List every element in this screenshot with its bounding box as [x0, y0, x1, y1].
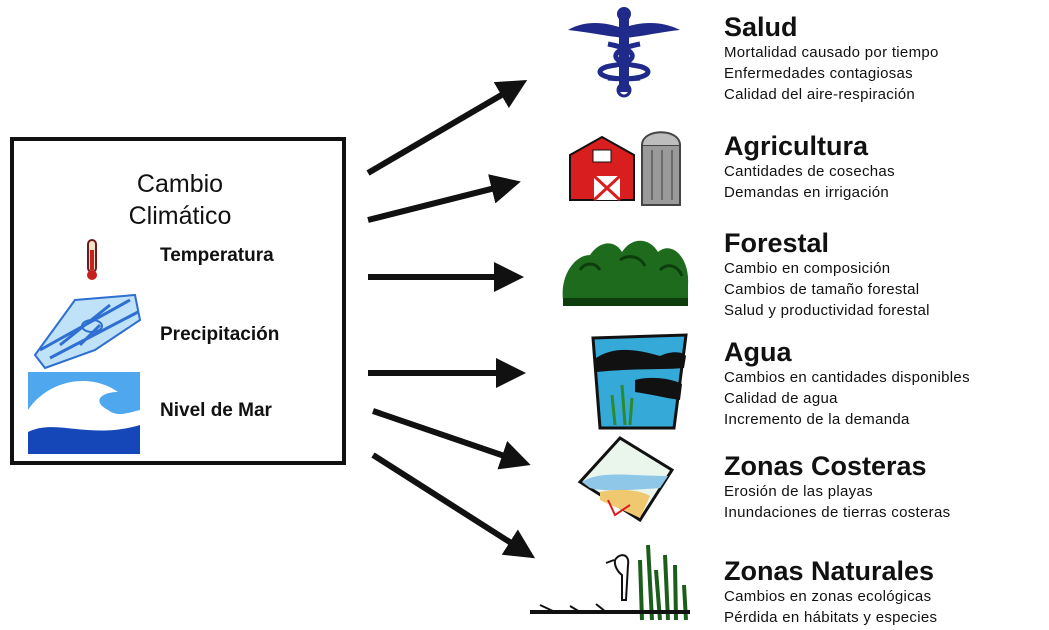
barn-silo-icon: [569, 131, 681, 206]
storm-cloud-icon: [33, 293, 142, 370]
climate-change-box: [10, 137, 346, 465]
factor-sea-level: Nivel de Mar: [160, 400, 272, 421]
box-title: Cambio Climático: [60, 168, 300, 232]
impact-item: Salud y productividad forestal: [724, 302, 930, 319]
impact-item: Cambios en zonas ecológicas: [724, 588, 932, 605]
impact-zonas-costeras: Zonas Costeras Erosión de las playas Inu…: [724, 451, 950, 523]
impact-item: Cambios de tamaño forestal: [724, 281, 920, 298]
water-landscape-icon: [591, 333, 688, 430]
impact-item: Enfermedades contagiosas: [724, 65, 913, 82]
impact-item: Cantidades de cosechas: [724, 163, 895, 180]
impact-title: Forestal: [724, 228, 830, 258]
impact-zonas-naturales: Zonas Naturales Cambios en zonas ecológi…: [724, 556, 937, 628]
impact-title: Zonas Naturales: [724, 556, 935, 586]
impact-title: Salud: [724, 12, 798, 42]
impact-item: Pérdida en hábitats y especies: [724, 609, 938, 626]
impact-title: Zonas Costeras: [724, 451, 927, 481]
impact-salud: Salud Mortalidad causado por tiempo Enfe…: [724, 12, 939, 105]
factor-temperature: Temperatura: [160, 245, 274, 266]
impact-item: Mortalidad causado por tiempo: [724, 44, 939, 61]
impact-item: Calidad de agua: [724, 390, 838, 407]
impact-item: Erosión de las playas: [724, 483, 873, 500]
box-title-line2: Climático: [128, 202, 232, 230]
impact-item: Cambios en cantidades disponibles: [724, 369, 970, 386]
heron-wetland-icon: [530, 544, 690, 621]
arrow-to-zonas-costeras: [372, 408, 531, 470]
arrow-to-salud: [366, 79, 528, 176]
forest-icon: [562, 240, 689, 306]
coast-diamond-icon: [577, 436, 675, 523]
impact-item: Inundaciones de tierras costeras: [724, 504, 951, 521]
impact-agua: Agua Cambios en cantidades disponibles C…: [724, 337, 970, 430]
box-title-line1: Cambio: [136, 170, 224, 198]
impact-agricultura: Agricultura Cantidades de cosechas Deman…: [724, 131, 895, 203]
arrow-to-zonas-naturales: [371, 452, 536, 559]
factor-precipitation: Precipitación: [160, 324, 280, 345]
impact-title: Agua: [724, 337, 792, 367]
impact-title: Agricultura: [724, 131, 869, 161]
impact-item: Cambio en composición: [724, 260, 891, 277]
impact-item: Demandas en irrigación: [724, 184, 890, 201]
impact-forestal: Forestal Cambio en composición Cambios d…: [724, 228, 930, 321]
arrow-to-agricultura: [367, 174, 521, 223]
impact-item: Incremento de la demanda: [724, 411, 910, 428]
caduceus-icon: [568, 7, 680, 98]
wave-icon: [28, 372, 140, 454]
impact-item: Calidad del aire-respiración: [724, 86, 915, 103]
thermometer-icon: [87, 239, 97, 280]
